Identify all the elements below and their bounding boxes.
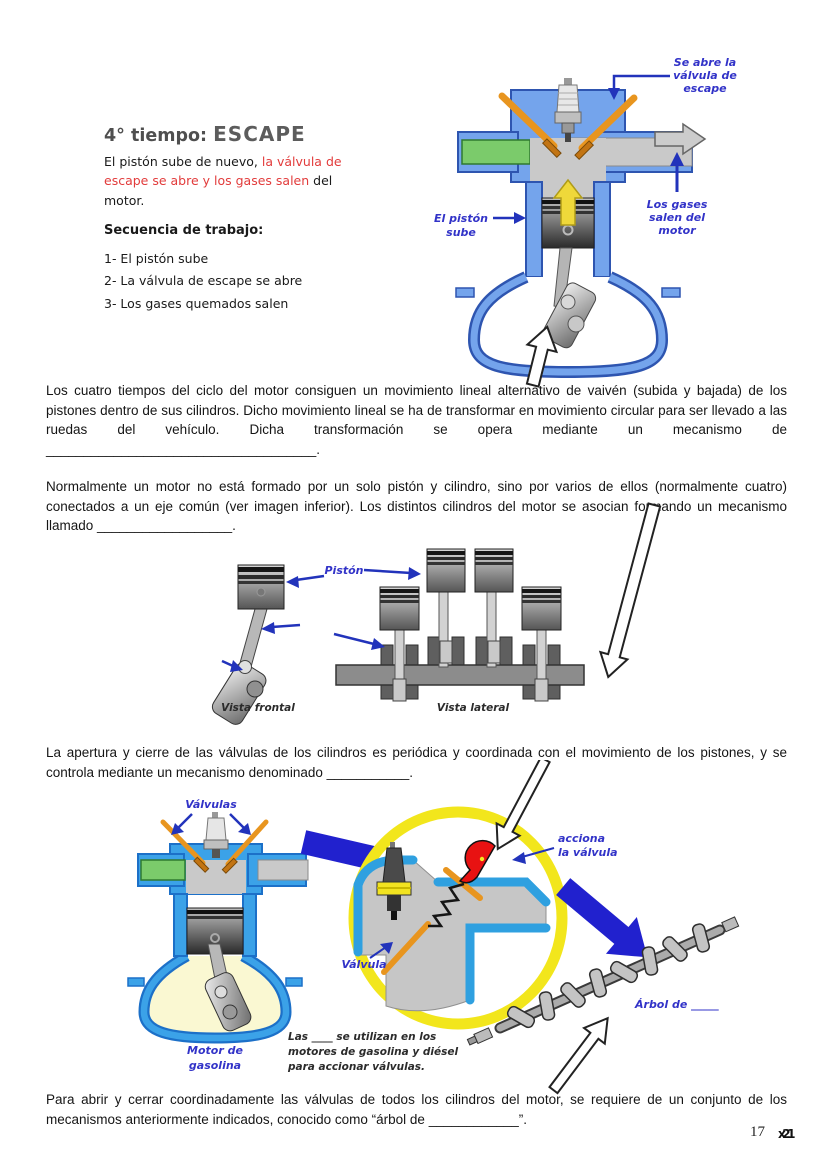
front-view-caption: Vista frontal	[221, 702, 295, 714]
gasoline-engine	[127, 812, 309, 1044]
exhaust-stroke-diagram: Se abre la válvula de escape Los gases s…	[434, 56, 737, 388]
camshaft-arrow-blue	[556, 878, 648, 958]
exhaust-valve	[574, 94, 638, 161]
valve-label-arrow	[369, 942, 393, 959]
escape-title-word: ESCAPE	[213, 122, 306, 146]
piston-label-arrows	[286, 567, 421, 588]
valvetrain-diagram: Válvulas Motor de gasolina acciona la vá…	[127, 760, 740, 1095]
cam-action-label-line1: acciona	[558, 832, 605, 845]
connecting-rod-crank	[542, 247, 597, 349]
piston-crown	[426, 548, 466, 593]
pistons-crankshaft-diagram: Pistón Vista frontal Vista lateral	[211, 502, 662, 725]
gases-out-arrow	[654, 122, 707, 156]
spark-plug	[554, 78, 582, 142]
valve-open-label-line2: válvula de	[673, 69, 737, 82]
page-number: 17	[750, 1124, 765, 1140]
cam-action-arrow	[512, 847, 555, 864]
crank-white-arrow	[525, 325, 559, 388]
valves-label: Válvulas	[185, 798, 237, 811]
gases-label-line2: salen del	[649, 211, 705, 224]
valve-pointer-line	[608, 74, 670, 100]
valve-spring	[428, 882, 465, 928]
piston-up-arrow	[552, 178, 584, 226]
paragraph-valve-timing: La apertura y cierre de las válvulas de …	[46, 745, 787, 780]
gases-label-line1: Los gases	[647, 198, 708, 211]
escape-intro: El pistón sube de nuevo, la válvula de e…	[104, 152, 352, 210]
side-view-caption: Vista lateral	[437, 702, 510, 714]
crankshaft-side-view	[335, 548, 585, 702]
piston-crown	[474, 548, 514, 593]
paragraph-crank-mechanism: Los cuatro tiempos del ciclo del motor c…	[46, 383, 787, 457]
usage-caption-line1: Las ____ se utilizan en los	[288, 1031, 436, 1043]
piston-label-line2: sube	[446, 226, 476, 239]
sequence-step: 2- La válvula de escape se abre	[104, 273, 303, 289]
escape-title: 4° tiempo: ESCAPE	[104, 122, 352, 146]
camshaft-label: Árbol de _____	[634, 998, 719, 1011]
cam-action-label-line2: la válvula	[558, 846, 618, 859]
valve-label: Válvula	[341, 958, 386, 971]
valve-open-label-line3: escape	[683, 82, 727, 95]
single-piston-front-view	[211, 564, 285, 725]
intake-port	[461, 139, 531, 165]
usage-caption-line3: para accionar válvulas.	[287, 1061, 425, 1073]
camshaft-white-arrow	[548, 1016, 609, 1095]
engine-spark-plug	[203, 812, 229, 858]
piston-crown	[521, 586, 562, 631]
escape-title-prefix: 4° tiempo:	[104, 126, 214, 146]
intro-black-2: del motor.	[104, 173, 333, 208]
piston-callout-label: Pistón	[324, 564, 363, 577]
camshaft	[466, 916, 740, 1046]
escape-stroke-text-block: 4° tiempo: ESCAPE El pistón sube de nuev…	[104, 122, 352, 315]
rod-pointer-arrows	[221, 622, 385, 672]
piston-crown	[379, 586, 420, 631]
cam-lobe-red	[458, 839, 496, 884]
piston-pointer-arrow	[493, 212, 526, 224]
intro-red: la válvula de escape se abre y los gases…	[104, 154, 342, 189]
sequence-step: 1- El pistón sube	[104, 251, 209, 267]
sequence-heading: Secuencia de trabajo:	[104, 223, 264, 239]
paragraph-multiple-cylinders: Normalmente un motor no está formado por…	[46, 479, 787, 533]
valves-pointer-arrows	[171, 813, 251, 835]
gases-label-line3: motor	[658, 224, 696, 237]
engine-caption-line1: Motor de	[187, 1044, 243, 1057]
usage-caption-line2: motores de gasolina y diésel	[288, 1046, 458, 1058]
engine-caption-line2: gasolina	[189, 1059, 241, 1072]
cam-white-arrow	[495, 760, 551, 851]
valve-port-section	[353, 855, 551, 1012]
intake-valve	[498, 92, 562, 159]
sequence-steps: 1- El pistón sube 2- La válvula de escap…	[104, 248, 352, 315]
gases-pointer-arrow	[670, 152, 684, 192]
paragraph-camshaft: Para abrir y cerrar coordinadamente las …	[46, 1092, 787, 1127]
sequence-step: 3- Los gases quemados salen	[104, 295, 289, 311]
piston-label-line1: El pistón	[434, 212, 488, 225]
crankshaft-white-arrow	[598, 502, 662, 679]
intro-black-1: El pistón sube de nuevo,	[104, 154, 262, 169]
zoom-spark-plug	[376, 842, 412, 920]
valve-open-label-line1: Se abre la	[674, 56, 736, 69]
corner-mark: x21	[778, 1127, 795, 1141]
